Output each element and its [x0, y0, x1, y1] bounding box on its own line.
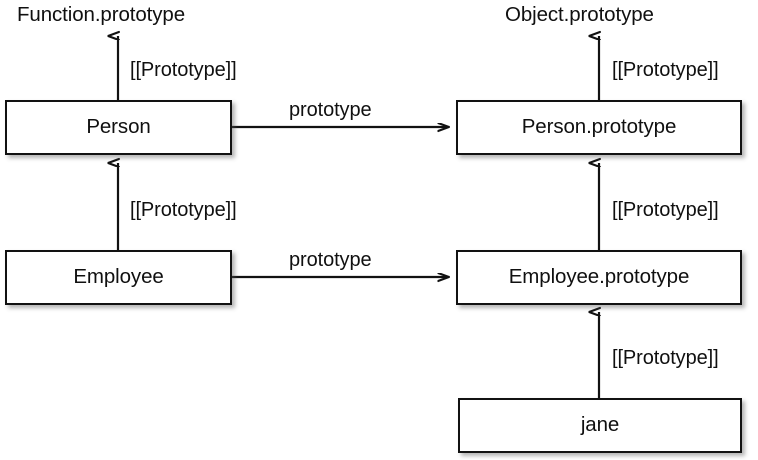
node-box-employee-prototype[interactable]: Employee.prototype: [456, 250, 742, 305]
node-box-person-prototype[interactable]: Person.prototype: [456, 100, 742, 155]
edge-label-person-to-function-prototype: [[Prototype]]: [130, 59, 237, 81]
node-label-employee-prototype: Employee.prototype: [508, 265, 690, 289]
node-box-jane[interactable]: jane: [458, 398, 742, 453]
edge-label-jane-to-employee-prototype: [[Prototype]]: [612, 347, 719, 369]
edge-label-employee-to-employee-prototype: prototype: [289, 249, 372, 271]
node-box-person[interactable]: Person: [5, 100, 232, 155]
node-label-object-prototype: Object.prototype: [505, 3, 654, 26]
node-label-employee: Employee: [73, 265, 164, 289]
edge-label-person-to-person-prototype: prototype: [289, 99, 372, 121]
node-label-function-prototype: Function.prototype: [17, 3, 185, 26]
node-label-person-prototype: Person.prototype: [521, 115, 677, 139]
node-label-jane: jane: [580, 413, 620, 437]
edge-label-employee-prototype-to-person-prototype: [[Prototype]]: [612, 199, 719, 221]
edge-label-employee-to-person: [[Prototype]]: [130, 199, 237, 221]
edge-label-person-prototype-to-object-prototype: [[Prototype]]: [612, 59, 719, 81]
node-label-person: Person: [86, 115, 151, 139]
node-box-employee[interactable]: Employee: [5, 250, 232, 305]
